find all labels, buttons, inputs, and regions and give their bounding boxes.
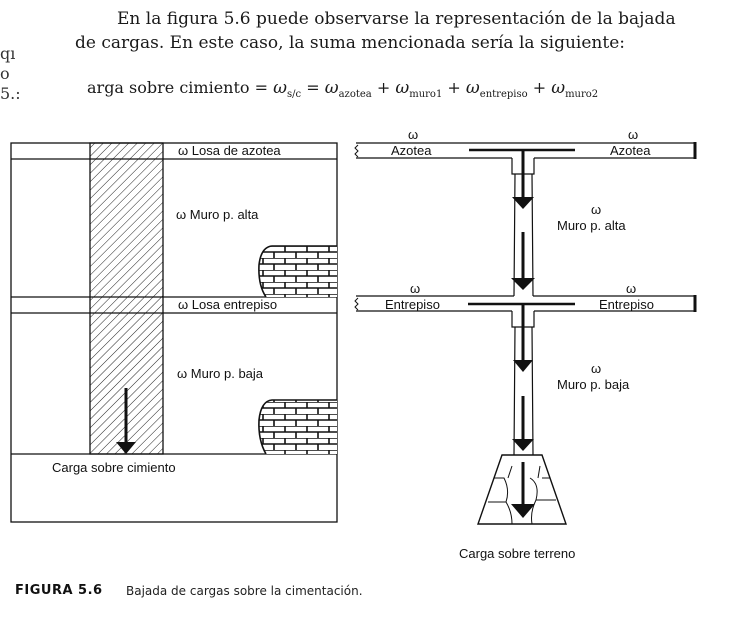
- omega-muro-alta: ω: [591, 202, 602, 217]
- equation-lhs: arga sobre cimiento =: [87, 78, 269, 97]
- figure-caption: Bajada de cargas sobre la cimentación.: [126, 584, 363, 598]
- label-azotea-left: Azotea: [391, 143, 432, 158]
- label-azotea-right: Azotea: [610, 143, 651, 158]
- right-section-drawing: [354, 142, 697, 525]
- omega-symbol: ω: [395, 78, 410, 98]
- omega-symbol: ω: [324, 78, 339, 98]
- equation-operator: +: [376, 78, 391, 97]
- label-carga-cimiento: Carga sobre cimiento: [52, 460, 176, 475]
- label-muro-baja-left: ω Muro p. baja: [177, 366, 264, 381]
- omega-azotea-right: ω: [628, 127, 639, 142]
- omega-symbol: ω: [551, 78, 566, 98]
- omega-symbol: ω: [465, 78, 480, 98]
- label-muro-alta-right: Muro p. alta: [557, 218, 626, 233]
- omega-symbol: ω: [273, 78, 288, 98]
- omega-entrepiso-left: ω: [410, 281, 421, 296]
- equation-operator: +: [447, 78, 461, 97]
- equation-subscript: azotea: [338, 89, 372, 101]
- equation-operator: =: [306, 78, 320, 97]
- label-losa-entrepiso: ω Losa entrepiso: [178, 297, 278, 312]
- equation-subscript: s/c: [287, 89, 302, 101]
- edge-fragment: 5.:: [0, 84, 21, 103]
- omega-muro-baja: ω: [591, 361, 602, 376]
- paragraph-line-2: de cargas. En este caso, la suma mencion…: [75, 33, 626, 53]
- label-entrepiso-left: Entrepiso: [385, 297, 440, 312]
- label-muro-alta-left: ω Muro p. alta: [176, 207, 259, 222]
- equation-subscript: muro1: [409, 89, 443, 101]
- label-carga-terreno: Carga sobre terreno: [459, 546, 576, 561]
- edge-fragment: qı: [0, 44, 16, 63]
- label-entrepiso-right: Entrepiso: [599, 297, 654, 312]
- label-losa-azotea: ω Losa de azotea: [178, 143, 281, 158]
- paragraph-line-1: En la figura 5.6 puede observarse la rep…: [117, 9, 676, 29]
- omega-azotea-left: ω: [408, 127, 419, 142]
- equation-subscript: entrepiso: [479, 89, 528, 101]
- left-section-drawing: [10, 142, 338, 523]
- figure-number: FIGURA 5.6: [15, 583, 103, 598]
- load-equation: arga sobre cimiento = ωs/c = ωazotea + ω…: [87, 78, 598, 100]
- label-muro-baja-right: Muro p. baja: [557, 377, 630, 392]
- omega-entrepiso-right: ω: [626, 281, 637, 296]
- equation-operator: +: [532, 78, 547, 97]
- equation-subscript: muro2: [565, 89, 599, 101]
- edge-fragment: o: [0, 64, 10, 83]
